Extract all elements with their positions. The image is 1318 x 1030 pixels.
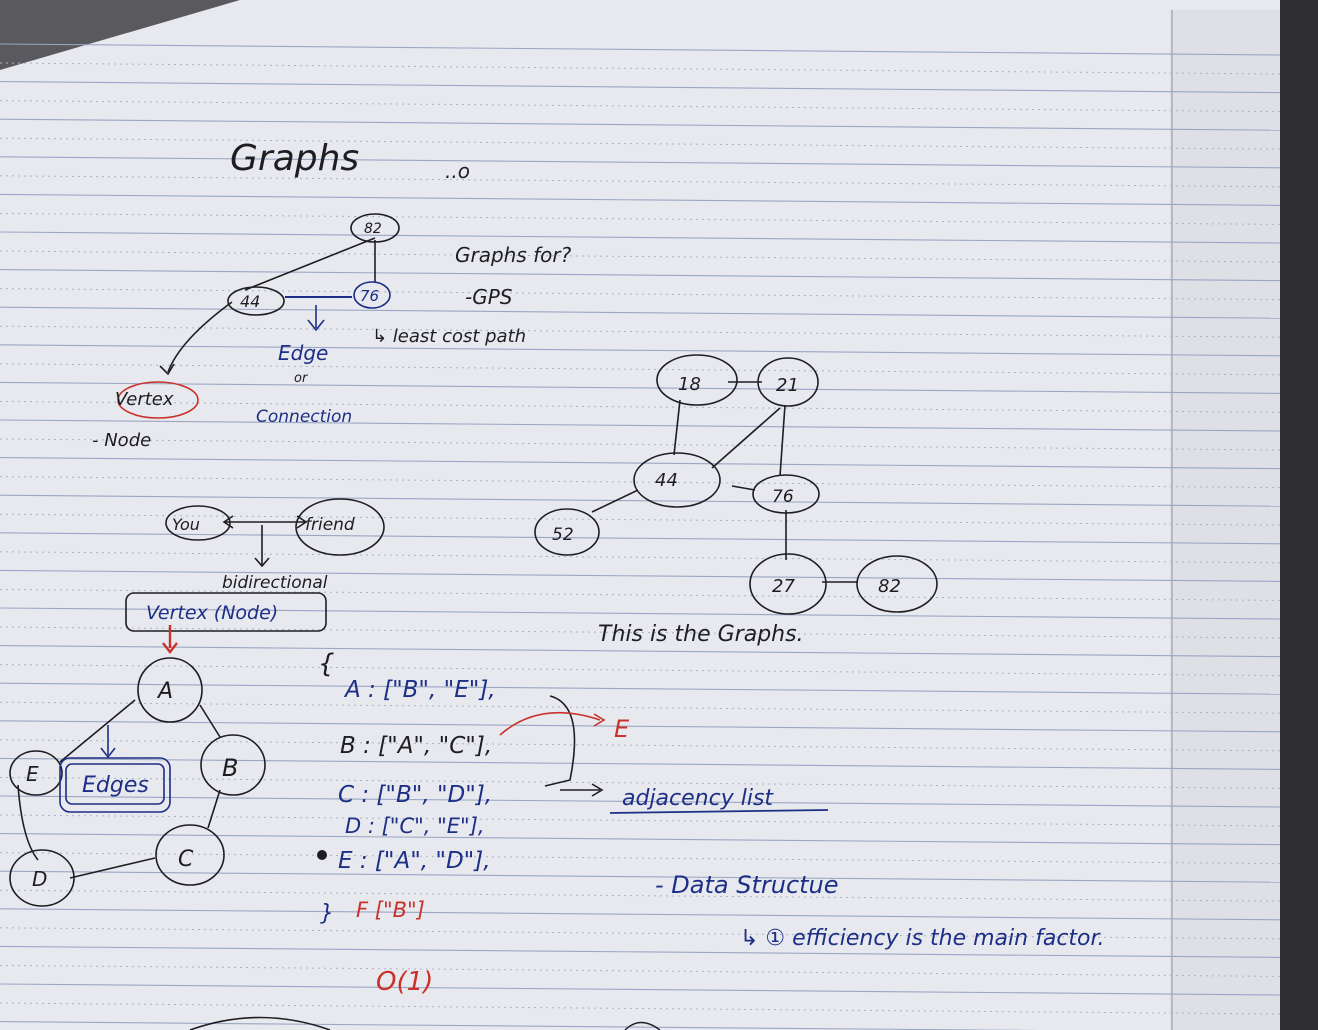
close-brace: } [320, 901, 334, 926]
friend-label: friend [305, 515, 355, 535]
adjacency-list-label: adjacency list [622, 786, 774, 811]
graph-c [534, 354, 938, 615]
graph-b [9, 657, 266, 907]
graph-a [117, 213, 400, 419]
adjacency-line: E : ["A", "D"], [338, 848, 491, 874]
or-label: or [294, 371, 309, 386]
ruled-line [0, 945, 1281, 958]
adjacency-line: C : ["B", "D"], [338, 782, 492, 808]
title-text: Graphs [230, 138, 359, 179]
node-label: - Node [92, 430, 151, 451]
graph-b-node-label: D [32, 867, 47, 891]
graphs-for-title: Graphs for? [455, 243, 572, 267]
adjacency-line: B : ["A", "C"], [340, 733, 492, 759]
complexity-label: O(1) [376, 967, 433, 997]
you-label: You [172, 515, 200, 534]
ruled-line [0, 569, 1281, 582]
arrow-target-label: E [614, 715, 630, 743]
graph-b-node-label: B [222, 754, 238, 782]
desk-edge [1280, 0, 1318, 1030]
bidirectional-label: bidirectional [222, 573, 328, 593]
graph-b-node-label: A [156, 679, 173, 704]
ruled-line [0, 757, 1281, 770]
header-dots: ..o [445, 159, 470, 183]
ruled-line [0, 607, 1281, 620]
paper-corner-shadow [0, 0, 240, 70]
graph-a-node-label: 82 [364, 221, 382, 237]
graph-c-node-label: 44 [655, 470, 678, 491]
graph-c-caption: This is the Graphs. [598, 622, 804, 647]
friend-diagram [125, 498, 385, 654]
ruled-line [0, 457, 1281, 470]
ruled-line [0, 43, 1281, 56]
ruled-line [0, 908, 1281, 921]
edge-label: Edge [278, 341, 328, 365]
ruled-line [0, 118, 1281, 131]
ruled-line [0, 193, 1281, 206]
data-structure-title: - Data Structue [655, 871, 839, 899]
ruled-line [0, 156, 1281, 169]
adjacency-added-line: F ["B"] [356, 898, 425, 922]
ruled-line [0, 231, 1281, 244]
graph-c-node-label: 18 [678, 374, 701, 395]
ruled-line [0, 494, 1281, 507]
ruled-lines [0, 43, 1281, 1030]
ruled-line [0, 344, 1281, 357]
vertex-node-label: Vertex (Node) [146, 602, 278, 624]
ruled-line [0, 870, 1281, 883]
graph-a-node-label: 76 [360, 287, 379, 305]
vertex-label: Vertex [115, 389, 174, 410]
ruled-line [0, 381, 1281, 394]
adjacency-line: D : ["C", "E"], [345, 814, 485, 838]
next-page-edge [1170, 10, 1280, 1030]
ruled-line [0, 81, 1281, 94]
edges-label: Edges [82, 773, 149, 798]
ruled-line [0, 983, 1281, 996]
ruled-line [0, 532, 1281, 545]
ruled-line [0, 795, 1281, 808]
graph-c-node-label: 21 [776, 375, 799, 396]
ruled-line [0, 720, 1281, 733]
adjacency-marks [317, 695, 829, 860]
ruled-line [0, 306, 1281, 319]
adjacency-line: A : ["B", "E"], [343, 677, 496, 703]
graph-a-node-label: 44 [240, 292, 260, 311]
data-structure-note: ↳ ① efficiency is the main factor. [740, 926, 1105, 951]
ruled-line [0, 645, 1281, 658]
open-brace: { [318, 649, 335, 679]
connection-label: Connection [256, 407, 352, 427]
ruled-line [0, 419, 1281, 432]
graphs-for-sub: ↳ least cost path [372, 326, 526, 347]
ruled-line [0, 682, 1281, 695]
graph-c-node-label: 82 [878, 576, 901, 597]
graph-c-node-label: 52 [552, 525, 574, 545]
ruled-line [0, 833, 1281, 846]
graph-b-node-label: E [26, 762, 39, 786]
ruled-line [0, 269, 1281, 282]
graph-b-node-label: C [178, 847, 194, 872]
graph-c-node-label: 27 [772, 576, 795, 597]
graph-c-node-label: 76 [772, 487, 794, 507]
graphs-for-item: -GPS [465, 285, 513, 309]
